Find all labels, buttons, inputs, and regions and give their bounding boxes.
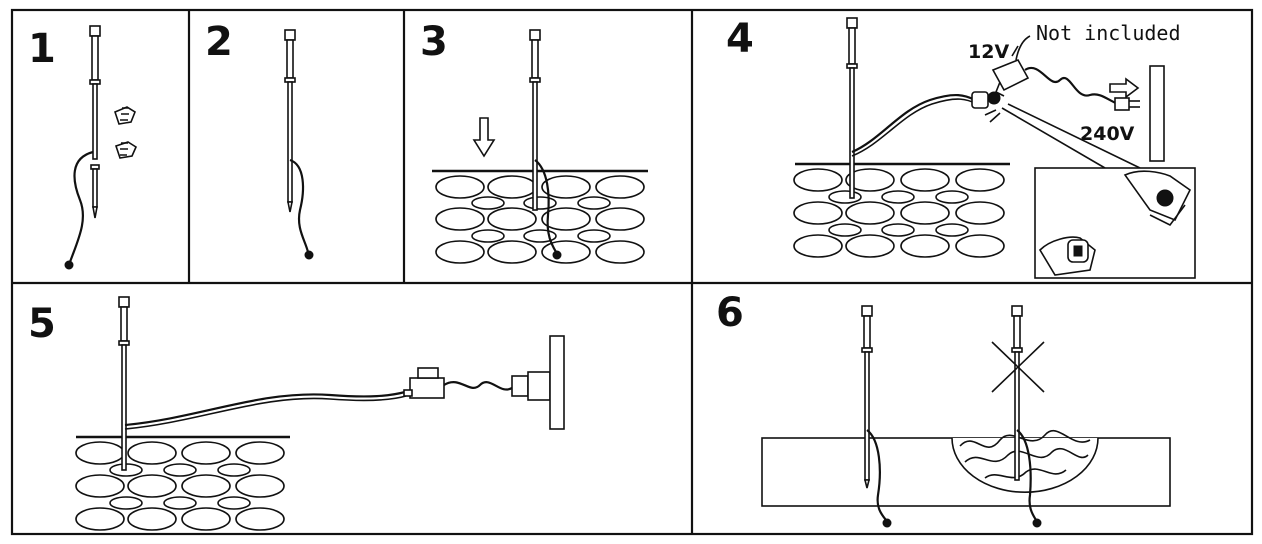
panel-frames bbox=[10, 8, 1254, 536]
right-arrow-icon bbox=[1109, 77, 1140, 99]
paving-stones bbox=[793, 168, 1005, 258]
lamp-assembled bbox=[284, 29, 296, 213]
cable-plug bbox=[1032, 518, 1042, 528]
step-number-1: 1 bbox=[28, 26, 56, 72]
cable-plug bbox=[64, 260, 74, 270]
lamp-in-ground bbox=[118, 296, 130, 471]
lamp-in-ground bbox=[529, 29, 541, 211]
cable-plug bbox=[304, 250, 314, 260]
power-plug bbox=[1114, 97, 1140, 111]
cable-plug bbox=[552, 250, 562, 260]
correct-lamp bbox=[861, 305, 873, 489]
lamp-connector bbox=[971, 91, 1001, 109]
panel-6: 6 bbox=[716, 290, 1171, 528]
not-included-label: Not included bbox=[1036, 21, 1181, 45]
step-number-2: 2 bbox=[205, 19, 233, 65]
panel-3: 3 bbox=[420, 19, 648, 264]
power-plug bbox=[511, 371, 551, 401]
lamp-in-ground bbox=[846, 17, 858, 199]
ground-block bbox=[761, 437, 1171, 507]
step-number-3: 3 bbox=[420, 19, 448, 65]
cable-plug bbox=[882, 518, 892, 528]
step-number-6: 6 bbox=[716, 290, 744, 336]
transformer bbox=[991, 35, 1031, 97]
transformer bbox=[403, 367, 445, 399]
hand-screw-icon bbox=[114, 106, 138, 159]
step-number-4: 4 bbox=[726, 16, 754, 62]
step-number-5: 5 bbox=[28, 301, 56, 347]
wall-socket bbox=[1149, 65, 1165, 162]
detail-inset bbox=[1034, 167, 1196, 279]
voltage-12v-label: 12V bbox=[968, 41, 1009, 63]
paving-stones bbox=[435, 175, 645, 264]
down-arrow-icon bbox=[472, 117, 496, 158]
panel-1: 1 bbox=[28, 25, 138, 270]
water-pit bbox=[951, 429, 1099, 493]
wrong-lamp bbox=[1011, 305, 1023, 481]
lamp-head bbox=[89, 25, 101, 85]
panel-5: 5 bbox=[28, 296, 565, 531]
voltage-240v-label: 240V bbox=[1080, 123, 1135, 145]
cross-mark-icon bbox=[991, 341, 1045, 393]
paving-stones bbox=[75, 441, 285, 531]
wall-socket bbox=[549, 335, 565, 430]
lamp-pole bbox=[90, 83, 100, 219]
panel-2: 2 bbox=[205, 19, 314, 260]
panel-4: 4 Not included 12V 240V bbox=[726, 16, 1196, 279]
